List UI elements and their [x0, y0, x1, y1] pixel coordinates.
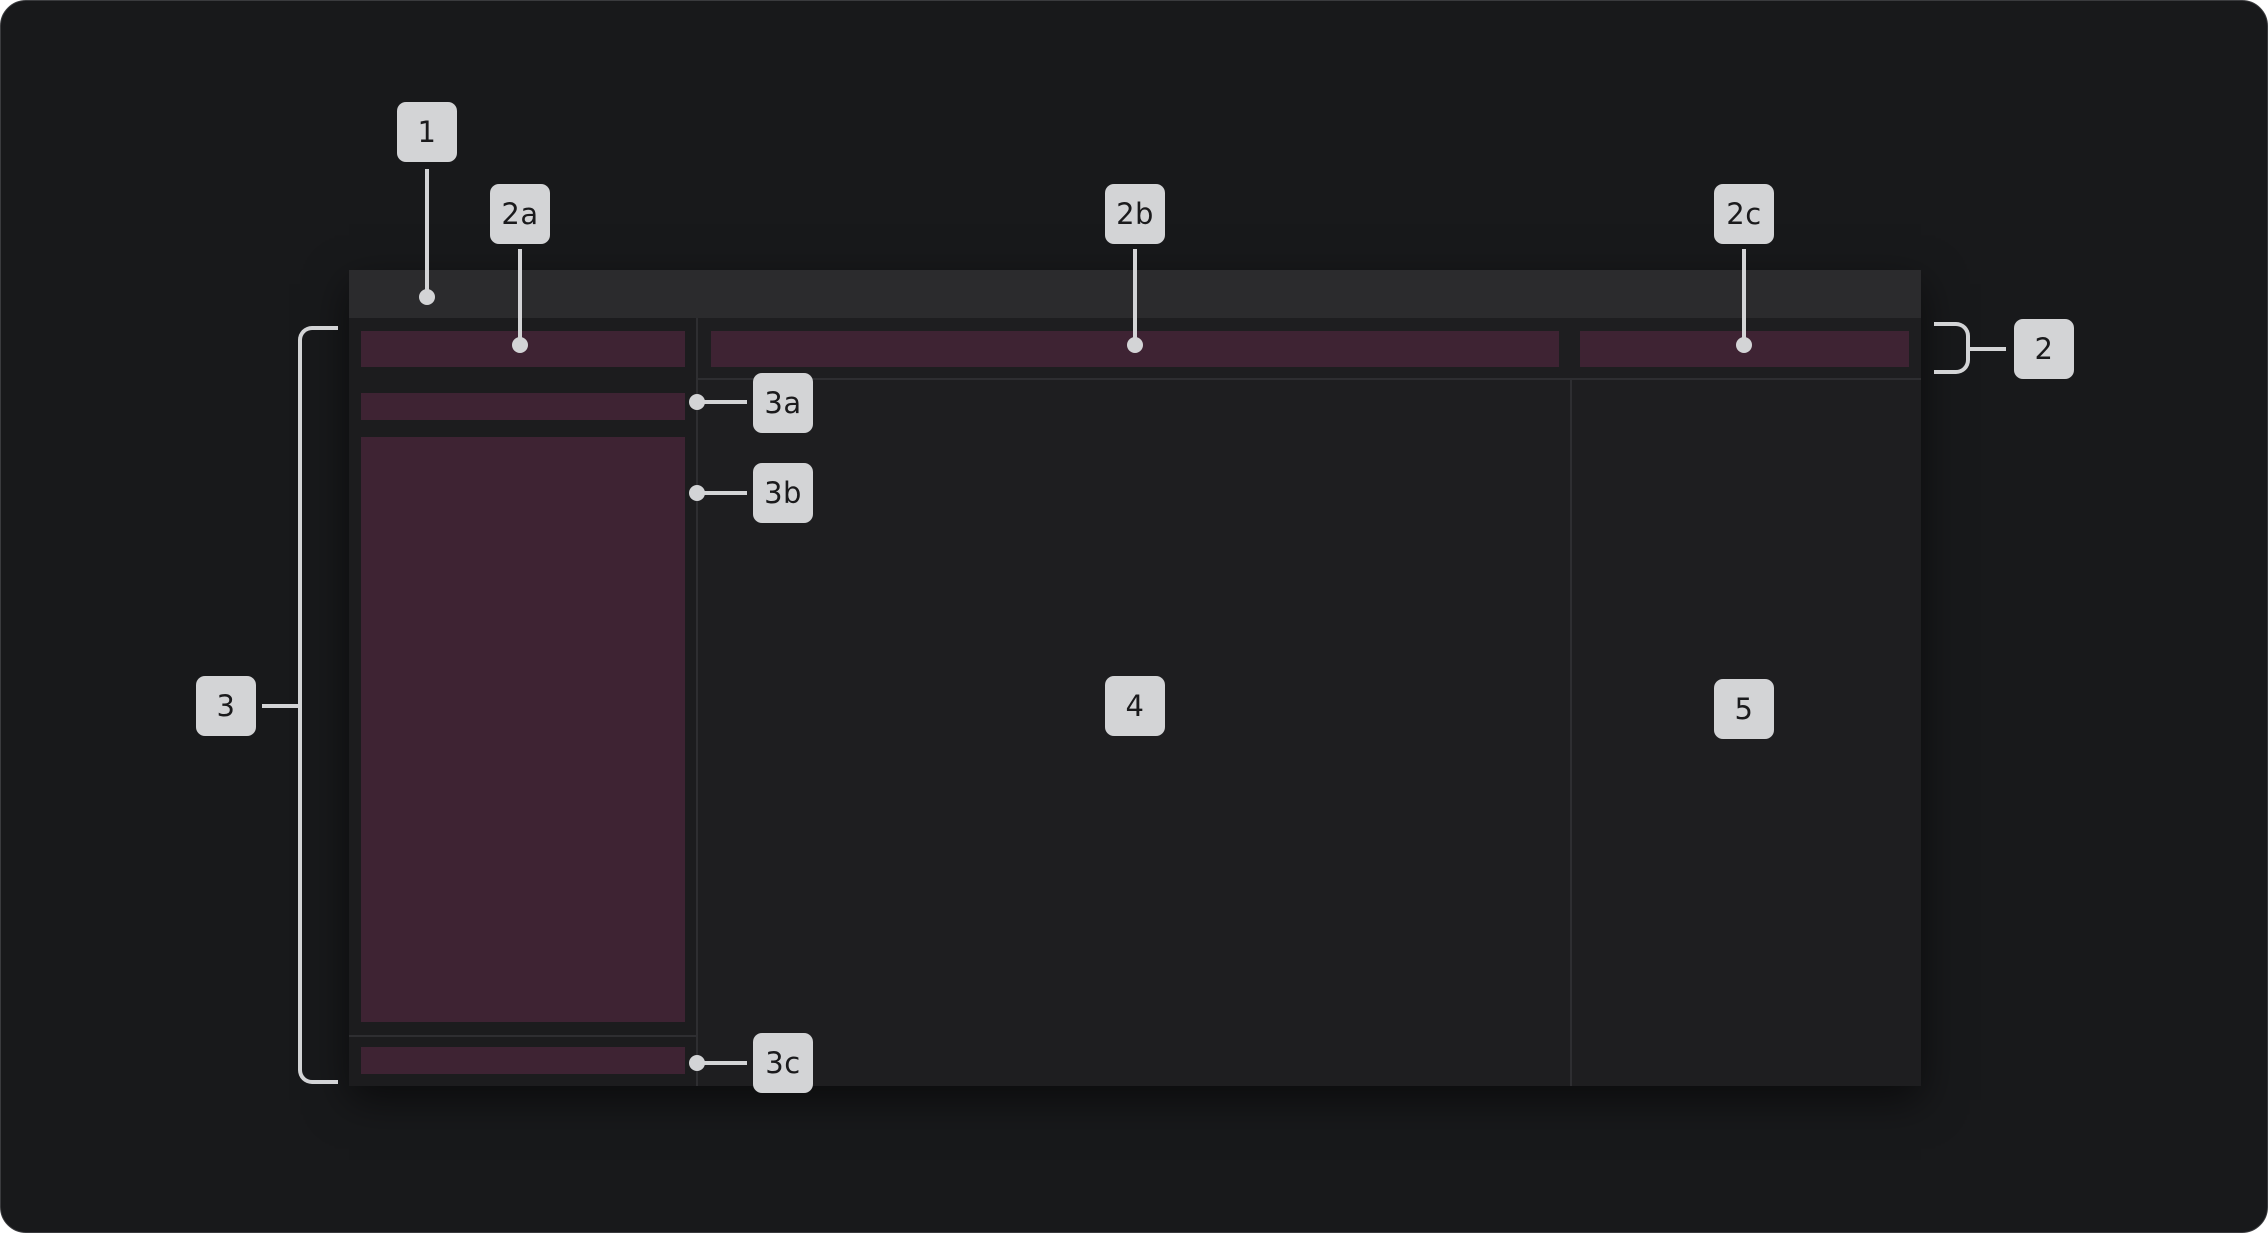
callout-line-2a — [518, 249, 522, 345]
inspector-divider — [1570, 378, 1572, 1086]
callout-line-1 — [425, 169, 429, 297]
callout-bracket-2 — [1934, 322, 1970, 374]
callout-badge-2b: 2b — [1105, 184, 1165, 244]
callout-line-2 — [1970, 347, 2006, 351]
callout-badge-1: 1 — [397, 102, 457, 162]
callout-badge-3: 3 — [196, 676, 256, 736]
header-divider — [349, 378, 1921, 380]
callout-badge-2a: 2a — [490, 184, 550, 244]
callout-badge-2c: 2c — [1714, 184, 1774, 244]
app-window-mockup — [349, 270, 1921, 1086]
callout-dot-2b — [1127, 337, 1143, 353]
callout-badge-3c: 3c — [753, 1033, 813, 1093]
sidebar-footer-divider — [349, 1035, 696, 1037]
callout-line-3b — [697, 491, 747, 495]
callout-line-2b — [1133, 249, 1137, 345]
callout-dot-2a — [512, 337, 528, 353]
callout-bracket-3 — [298, 326, 338, 1084]
callout-dot-2c — [1736, 337, 1752, 353]
region-sidebar-footer — [361, 1047, 685, 1074]
region-sidebar-list — [361, 437, 685, 1022]
callout-badge-5: 5 — [1714, 679, 1774, 739]
callout-badge-4: 4 — [1105, 676, 1165, 736]
region-sidebar-top — [361, 393, 685, 420]
callout-line-3 — [262, 704, 298, 708]
callout-line-3c — [697, 1061, 747, 1065]
callout-badge-3a: 3a — [753, 373, 813, 433]
callout-line-3a — [697, 400, 747, 404]
callout-badge-3b: 3b — [753, 463, 813, 523]
callout-line-2c — [1742, 249, 1746, 345]
sidebar-divider — [696, 318, 698, 1086]
callout-badge-2: 2 — [2014, 319, 2074, 379]
callout-dot-1 — [419, 289, 435, 305]
